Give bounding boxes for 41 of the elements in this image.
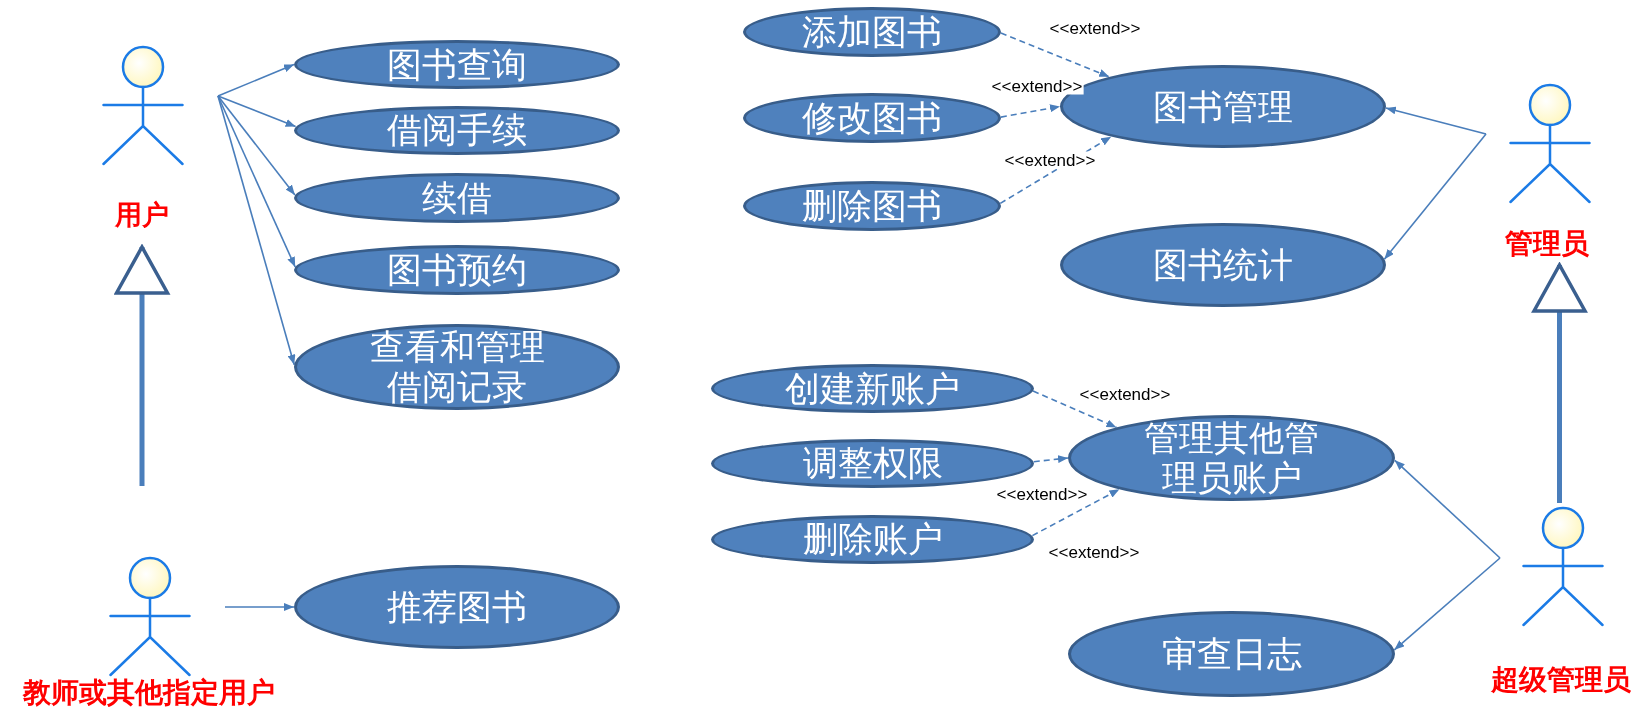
actor-label: 教师或其他指定用户 [23,676,275,710]
arrow [224,603,295,611]
stereotype-label: <<extend>> [995,485,1089,503]
arrow [1385,106,1487,135]
arrow [1383,133,1487,260]
dashed-arrow [1000,104,1061,118]
use-case-text: 添加图书 [802,11,942,53]
use-case-text: 管理其他管理员账户 [1143,417,1320,499]
arrow [217,63,295,97]
use-case-text: 修改图书 [802,97,942,139]
dashed-arrow [1000,32,1110,78]
use-case-text: 删除图书 [802,185,942,227]
actor-label: 超级管理员 [1491,663,1631,697]
actor-label: 用户 [115,199,169,231]
generalization-arrow [114,245,170,486]
use-case-text: 审查日志 [1161,633,1302,674]
use-case-text: 删除账户 [802,518,943,560]
stereotype-label: <<extend>> [990,77,1084,95]
use-case-text: 查看和管理借阅记录 [368,326,546,408]
actor-label: 管理员 [1505,227,1589,261]
use-case-text: 图书管理 [1153,86,1293,127]
use-case-text: 创建新账户 [785,368,960,409]
stereotype-label: <<extend>> [1048,19,1142,37]
arrow [1394,459,1501,559]
dashed-arrow [1033,455,1069,464]
arrow [217,95,296,366]
use-case-text: 调整权限 [802,442,943,484]
arrow [1393,557,1501,651]
use-case-text: 图书查询 [387,44,527,85]
arrow [217,95,296,196]
use-case-text: 图书预约 [387,249,527,291]
use-case-text: 推荐图书 [387,586,527,628]
stereotype-label: <<extend>> [1047,543,1141,561]
stereotype-label: <<extend>> [1003,151,1097,169]
arrow [217,95,296,268]
use-case-text: 续借 [422,177,492,218]
dashed-arrow [1032,390,1118,429]
generalization-arrow [1532,263,1587,503]
stereotype-label: <<extend>> [1078,385,1172,403]
use-case-text: 图书统计 [1153,244,1293,286]
use-case-text: 借阅手续 [387,109,527,151]
